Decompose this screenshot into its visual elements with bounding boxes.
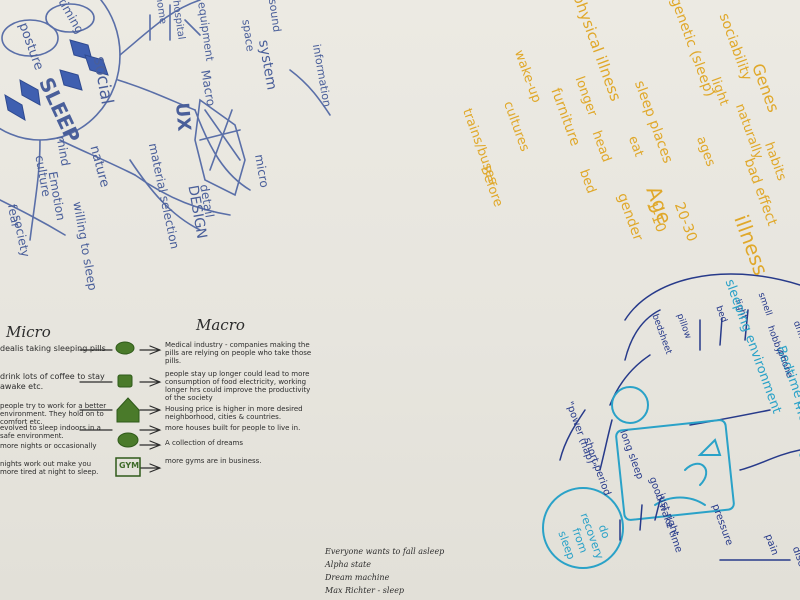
branch-line-d <box>59 139 136 176</box>
branch-ticks <box>149 4 201 41</box>
cube-hatch <box>199 109 241 171</box>
gym-label: GYM <box>119 461 140 470</box>
pen-doodle-5 <box>4 94 26 121</box>
branch-line-a <box>119 0 201 56</box>
macro-row-3: Housing price is higher in more desired … <box>165 405 303 422</box>
macro-row-6: more gyms are in business. <box>165 457 262 465</box>
arrow-row-4 <box>139 425 162 435</box>
bed-mark <box>697 438 722 456</box>
mental-arrow <box>739 449 800 471</box>
bed-knee <box>684 462 708 486</box>
macro-row-1: Medical industry - companies making the … <box>165 341 312 366</box>
micro-row-6: nights work out make you more tired at n… <box>0 460 99 477</box>
note-line-1: Everyone wants to fall asleep <box>325 547 445 556</box>
note-line-3: Dream machine <box>325 573 390 582</box>
pill-icon <box>115 341 135 355</box>
posture-bubble <box>1 19 59 57</box>
short-period-arrow <box>559 409 586 461</box>
arrow-row-3 <box>139 405 162 415</box>
branch-line-b <box>117 79 196 111</box>
top-arrows <box>699 309 749 351</box>
micro-row-2: drink lots of coffee to stay awake etc. <box>0 372 105 391</box>
ux-label: UX <box>171 101 195 133</box>
pen-doodle-2 <box>84 54 109 76</box>
gym-box <box>115 457 141 477</box>
cup-icon <box>117 374 133 388</box>
macro-row-5: A collection of dreams <box>165 439 244 447</box>
pen-doodle-4 <box>19 79 41 106</box>
arrow-row-2 <box>139 377 162 387</box>
micro-row-3: people try to work for a better environm… <box>0 402 107 427</box>
branch-line-i <box>129 159 201 231</box>
timing-bubble <box>45 3 95 33</box>
head-sketch <box>611 386 649 424</box>
long-sleep-arrow <box>599 419 613 471</box>
bedtime-arrow <box>689 409 771 426</box>
arrow-row-5 <box>139 440 162 450</box>
macro-row-2: people stay up longer could lead to more… <box>165 370 311 403</box>
mid-arrow <box>609 354 651 406</box>
branch-line-e <box>134 174 231 216</box>
branch-line-f <box>29 139 41 241</box>
micro-heading: Micro <box>6 323 51 341</box>
branch-line-c <box>194 109 251 191</box>
arrow-row-6 <box>139 463 162 473</box>
micro-row-4: evolved to sleep indoors in a safe envir… <box>0 424 101 441</box>
pen-doodle-3 <box>59 69 83 91</box>
bottom-arrows <box>619 499 661 541</box>
branch-line-h <box>289 69 331 116</box>
bed-sketch <box>615 419 735 521</box>
dream-icon <box>117 432 139 448</box>
note-line-2: Alpha state <box>325 560 371 569</box>
macro-heading: Macro <box>196 316 245 334</box>
top-arc <box>624 273 800 321</box>
macro-row-4: more houses built for people to live in. <box>165 424 301 432</box>
arrow-row-1 <box>139 345 162 355</box>
left-arc <box>624 309 661 361</box>
micro-connector-lines <box>79 349 113 431</box>
recovery-circle <box>542 487 624 569</box>
micro-row-1: dealis taking sleeping pills <box>0 344 106 353</box>
micro-row-5: more nights or occasionally <box>0 442 97 450</box>
branch-line-g <box>0 199 66 236</box>
house-icon <box>116 397 140 423</box>
cube-sketch <box>194 98 246 197</box>
note-line-4: Max Richter - sleep <box>325 586 405 595</box>
